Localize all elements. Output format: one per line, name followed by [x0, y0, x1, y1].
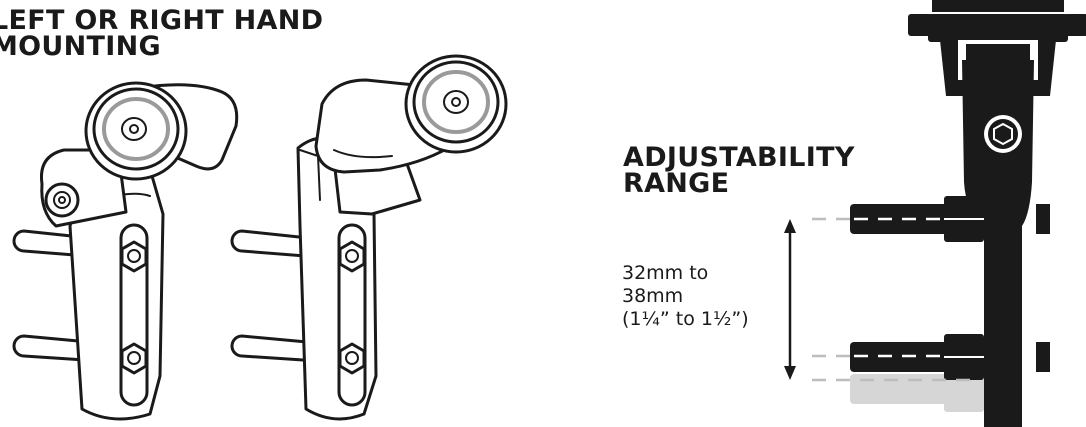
side-view-bolt-upper [850, 196, 1050, 242]
left-right-mounting-heading: LEFT OR RIGHT HAND MOUNTING [0, 5, 324, 62]
adjustability-range-heading: ADJUSTABILITY RANGE [623, 142, 855, 199]
right-heading-line2: RANGE [623, 168, 730, 199]
right-heading-line1: ADJUSTABILITY [623, 142, 855, 173]
side-view-hex-screw [984, 115, 1022, 153]
side-view-mount [784, 0, 1086, 427]
left-mount-nut-lower [120, 342, 148, 375]
measurement-label: 32mm to 38mm (1¼” to 1½”) [622, 262, 749, 331]
center-mount-nut-upper [338, 240, 366, 273]
left-hand-mount [12, 81, 239, 421]
left-heading-line1: LEFT OR RIGHT HAND [0, 5, 324, 36]
dimension-arrow [784, 219, 796, 380]
center-mount [230, 54, 508, 421]
left-mount-nut-upper [120, 240, 148, 273]
measurement-line2: 38mm [622, 285, 684, 307]
center-mount-nut-lower [338, 342, 366, 375]
side-view-bolt-lower [850, 334, 1050, 380]
center-mount-bolt-upper [230, 229, 320, 259]
left-mount-knob [84, 81, 188, 181]
measurement-line1: 32mm to [622, 262, 709, 284]
center-mount-knob [404, 54, 508, 154]
left-heading-line2: MOUNTING [0, 31, 161, 62]
center-mount-bolt-lower [230, 334, 320, 363]
measurement-line3: (1¼” to 1½”) [622, 308, 749, 330]
side-view-body [962, 60, 1034, 427]
